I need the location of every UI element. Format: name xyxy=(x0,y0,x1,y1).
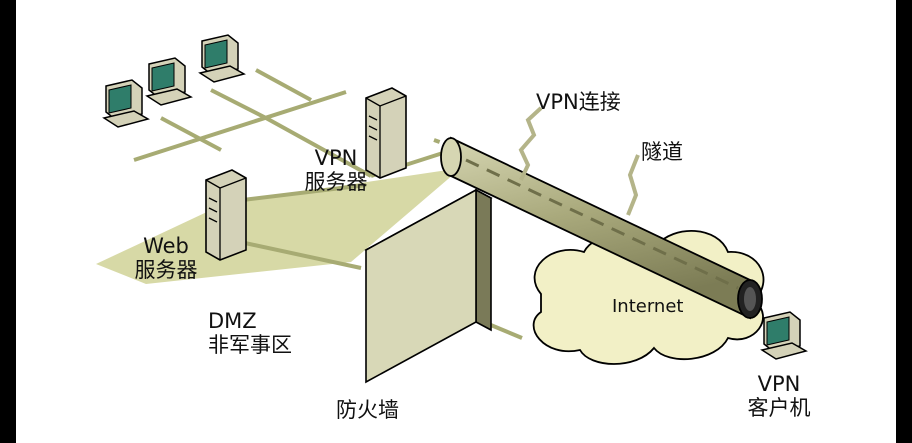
network-lines xyxy=(133,68,523,340)
firewall-label: 防火墙 xyxy=(336,398,399,422)
callout-lines xyxy=(518,106,640,216)
vpn-connection-label: VPN连接 xyxy=(536,90,621,114)
web-server-icon xyxy=(205,169,247,261)
vpn-client-icon xyxy=(761,311,807,360)
vpn-client-label: VPN 客户机 xyxy=(747,372,811,420)
vpn-server-label: VPN 服务器 xyxy=(304,146,368,194)
dmz-zone xyxy=(96,168,461,284)
workstation-icon xyxy=(146,57,192,106)
internet-label: Internet xyxy=(612,296,684,317)
network-diagram: VPN连接 隧道 VPN 服务器 Web 服务器 DMZ 非军事区 防火墙 In… xyxy=(16,0,896,443)
dmz-label: DMZ 非军事区 xyxy=(208,309,292,357)
workstation-icon xyxy=(199,34,245,83)
web-server-label: Web 服务器 xyxy=(134,234,198,282)
diagram-graphics xyxy=(96,34,807,384)
tunnel-label: 隧道 xyxy=(641,140,683,164)
firewall-icon xyxy=(364,188,493,384)
vpn-tunnel-icon xyxy=(440,136,763,320)
workstation-icon xyxy=(103,79,149,128)
